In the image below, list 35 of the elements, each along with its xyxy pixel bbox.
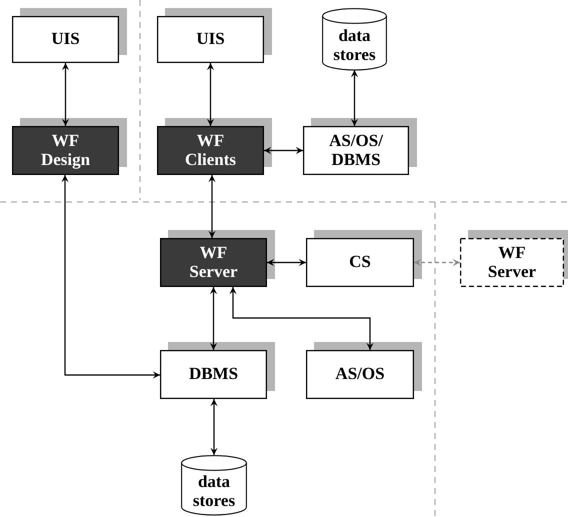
- node-label: CS: [349, 253, 371, 272]
- double-arrow: [206, 63, 214, 126]
- double-arrow: [210, 287, 218, 350]
- node-label: WF Design: [40, 132, 92, 170]
- node-label: UIS: [196, 30, 225, 49]
- node-label: DBMS: [188, 365, 238, 384]
- node-label: UIS: [51, 30, 80, 49]
- double-arrow: [350, 70, 358, 126]
- node-label: WF Server: [188, 244, 239, 282]
- node-label: data stores: [332, 27, 377, 65]
- node-label: data stores: [192, 473, 236, 511]
- component-box: [157, 8, 272, 63]
- database-cylinder: [181, 455, 247, 515]
- double-arrow: [208, 175, 216, 238]
- component-box: [12, 8, 127, 63]
- node-label: AS/OS/ DBMS: [328, 132, 384, 170]
- component-box: [12, 118, 127, 175]
- node-label: AS/OS: [335, 365, 385, 384]
- double-arrow: [229, 287, 374, 350]
- double-arrow: [62, 63, 70, 126]
- component-box: [460, 230, 568, 287]
- component-box: [160, 230, 275, 287]
- double-arrow: [264, 146, 303, 154]
- component-box: [160, 342, 275, 399]
- component-box: [306, 230, 422, 287]
- component-box: [157, 118, 272, 175]
- component-box: [306, 342, 422, 399]
- node-label: WF Clients: [184, 132, 237, 170]
- double-arrow: [210, 399, 218, 455]
- double-arrow: [414, 258, 460, 266]
- database-cylinder: [322, 8, 387, 70]
- double-arrow: [61, 175, 160, 379]
- component-box: [303, 118, 417, 175]
- node-label: WF Server: [486, 244, 538, 282]
- double-arrow: [267, 258, 306, 266]
